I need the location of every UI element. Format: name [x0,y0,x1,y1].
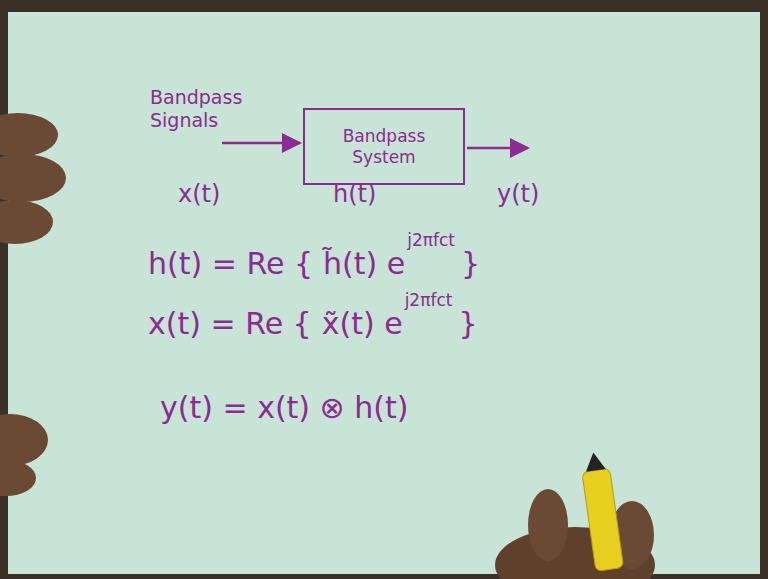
output-arrow [467,147,528,150]
exponent: j2πfct [407,230,455,250]
box-label: Bandpass System [343,126,426,167]
equation-part: x(t) = Re { [148,306,312,342]
signal-name: y(t) [497,180,539,209]
left-fingers [0,113,66,496]
signal-caption: Bandpass Signals [150,86,242,132]
signal-name: x(t) [178,180,220,209]
equation: y(t) = x(t) ⊗ h(t) [160,390,408,426]
equation-part: h(t) = Re { [148,246,313,282]
right-hand [495,451,655,579]
signal-name: h(t) [333,180,376,209]
equation-part: x̃(t) e [322,306,403,342]
equation-part: h̃(t) e [323,246,405,282]
equation-part: } [461,246,480,282]
process-box: Bandpass System [303,108,465,185]
card [8,12,760,574]
input-arrow [222,142,300,145]
equation-part: } [458,306,477,342]
exponent: j2πfct [405,290,453,310]
